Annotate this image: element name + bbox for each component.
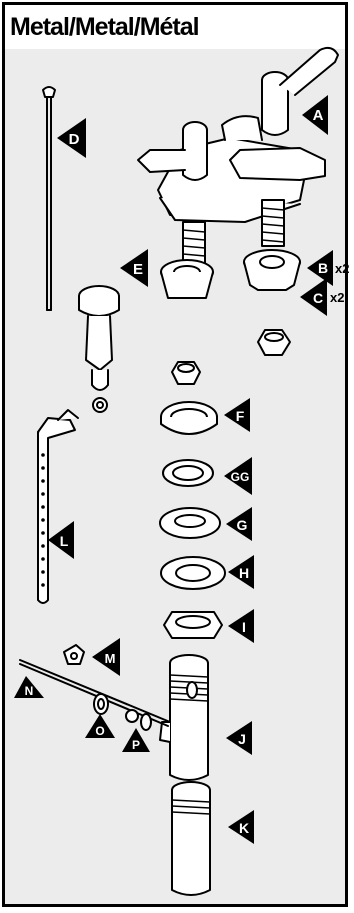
svg-text:x2: x2 [335,261,349,276]
part-b-mounting-nut [244,250,300,290]
callout-j: J [226,721,252,755]
part-j-drain-body [160,655,208,780]
part-g-gasket [160,508,220,538]
svg-text:I: I [242,619,246,635]
callout-m: M [92,638,120,676]
svg-text:F: F [236,408,245,424]
callout-i: I [228,609,254,643]
part-k-tailpiece [172,782,210,895]
part-h-washer [161,557,225,589]
part-a-faucet [138,48,338,268]
callout-g: G [226,507,252,541]
svg-text:A: A [313,107,324,124]
callout-e: E [120,249,148,287]
svg-text:O: O [95,724,104,738]
svg-text:C: C [313,290,323,306]
svg-text:H: H [239,565,249,581]
callout-l: L [48,521,74,559]
svg-text:L: L [60,533,69,549]
callout-h: H [228,555,254,589]
callout-a: A [302,95,328,135]
part-m-clip [64,645,84,664]
svg-text:M: M [105,651,116,666]
callout-d: D [57,118,86,158]
callout-o: O [85,714,115,738]
callout-c: C x2 [300,278,344,316]
svg-text:J: J [238,731,246,747]
svg-text:GG: GG [231,470,250,484]
part-e-pivot-assembly [79,286,119,412]
part-c-coupling-nut [258,330,290,355]
part-d-lift-rod [43,87,55,310]
callout-p: P [122,728,150,752]
part-i-locknut [164,612,222,638]
svg-text:G: G [237,517,248,533]
part-f-gasket [161,402,217,434]
callout-f: F [224,398,250,432]
svg-text:B: B [318,260,328,276]
callout-gg: GG [224,457,252,495]
svg-text:x2: x2 [330,290,344,305]
part-o-retaining-nut [94,694,108,714]
svg-text:D: D [69,131,80,148]
callout-k: K [228,810,254,844]
svg-text:P: P [132,738,140,752]
svg-text:K: K [239,820,249,836]
part-l-clevis-strap [38,410,78,603]
part-e-drain-flange [161,260,213,298]
svg-text:E: E [133,261,143,278]
callout-b: B x2 [307,250,349,286]
callout-n: N [14,676,44,698]
part-gg-gasket [163,460,213,486]
svg-text:N: N [25,684,34,698]
part-nut-small [172,362,200,384]
